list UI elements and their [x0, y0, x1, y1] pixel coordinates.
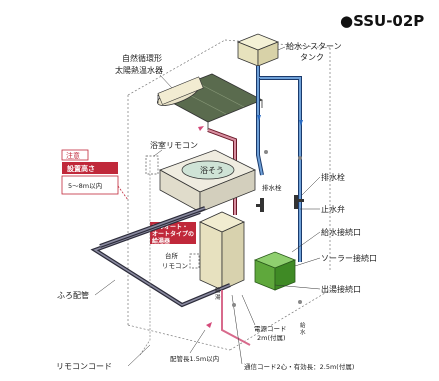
cistern-tank [236, 33, 280, 67]
full-auto-label-3: 給湯器 [152, 237, 171, 245]
hot-water-port-label: 出湯接続口 [321, 284, 361, 294]
bath-remote-label: 浴室リモコン [150, 140, 198, 150]
faucet-right-icon [294, 195, 304, 209]
power-cord-leader [241, 294, 256, 326]
kitchen-remote-icon [189, 253, 200, 269]
pipe-joint [298, 300, 302, 304]
faucet-left-icon [256, 198, 264, 212]
cistern-label-2: タンク [300, 53, 324, 62]
install-height-text: 設置高さ [67, 164, 95, 173]
kitchen-remote-label-2: リモコン [162, 262, 188, 270]
cistern-leader [277, 46, 286, 51]
bath-piping [90, 206, 231, 308]
hot-port-leader [274, 284, 321, 290]
supply-port-leader [291, 231, 321, 253]
stop-valve-label: 止水弁 [321, 204, 345, 214]
height-leader [117, 185, 129, 201]
vertical-tag-2: 湯 [215, 293, 221, 301]
flow-arrow [257, 115, 261, 121]
comm-cord-label: 通信コード2心・有効長：2.5m(付属) [244, 362, 354, 371]
faucet-right-label: 排水栓 [321, 172, 345, 182]
pipe-joint [232, 303, 236, 307]
note-badge [61, 149, 89, 161]
pipe-joint [298, 156, 302, 160]
pink-cable [221, 290, 251, 346]
flow-arrow [198, 126, 204, 131]
supply-vertical-1: 給 [300, 321, 306, 329]
bath-piping-leader [94, 279, 116, 296]
full-auto-label-2: オートタイプの [152, 230, 194, 238]
faucet-left-label: 排水栓 [262, 183, 282, 192]
solar-heater-label-2: 太陽熱温水器 [115, 65, 163, 75]
height-range-box [61, 175, 119, 195]
solar-leader [159, 74, 173, 89]
bath-piping-label: ふろ配管 [57, 290, 89, 300]
model-title: ●SSU-02P [340, 12, 424, 30]
flow-arrow [206, 322, 212, 328]
solar-port-label: ソーラー接続口 [321, 253, 377, 263]
bathtub-label: 浴そう [200, 165, 224, 175]
pipe-length-label: 配管長1.5m以内 [170, 354, 219, 363]
solar-connection-unit [253, 251, 297, 291]
remote-cord-line [139, 160, 151, 356]
remote-cord-leader [127, 344, 151, 367]
supply-vertical-2: 水 [300, 328, 306, 336]
power-cord-label-2: 2m(付属) [257, 333, 286, 342]
remote-cord-label: リモコンコード [56, 362, 112, 371]
pipe-joint [264, 150, 268, 154]
vertical-tag-1: 給 [215, 286, 221, 294]
bath-remote-leader [153, 149, 163, 157]
bathtub [159, 149, 256, 213]
pipe-length-leader [189, 329, 206, 354]
cistern-label-1: 給水シスターン [286, 41, 342, 51]
water-heater-unit [199, 211, 245, 291]
supply-pipe [256, 66, 302, 262]
solar-port-leader [294, 257, 321, 267]
solar-heater-label-1: 自然循環形 [122, 53, 162, 63]
flow-arrow [299, 120, 303, 126]
height-range-text: 5～8m以内 [68, 181, 102, 190]
water-supply-port-label: 給水接続口 [321, 227, 361, 237]
solar-water-heater [157, 73, 263, 130]
full-auto-label-1: フルオート・ [152, 224, 188, 231]
bath-remote-icon [145, 155, 159, 175]
power-cord-label-1: 電源コード [254, 324, 287, 333]
note-badge-text: 注意 [66, 151, 80, 160]
faucet-right-leader [301, 176, 321, 196]
install-height-badge [62, 162, 118, 174]
kitchen-remote-label-1: 台所 [165, 251, 179, 260]
